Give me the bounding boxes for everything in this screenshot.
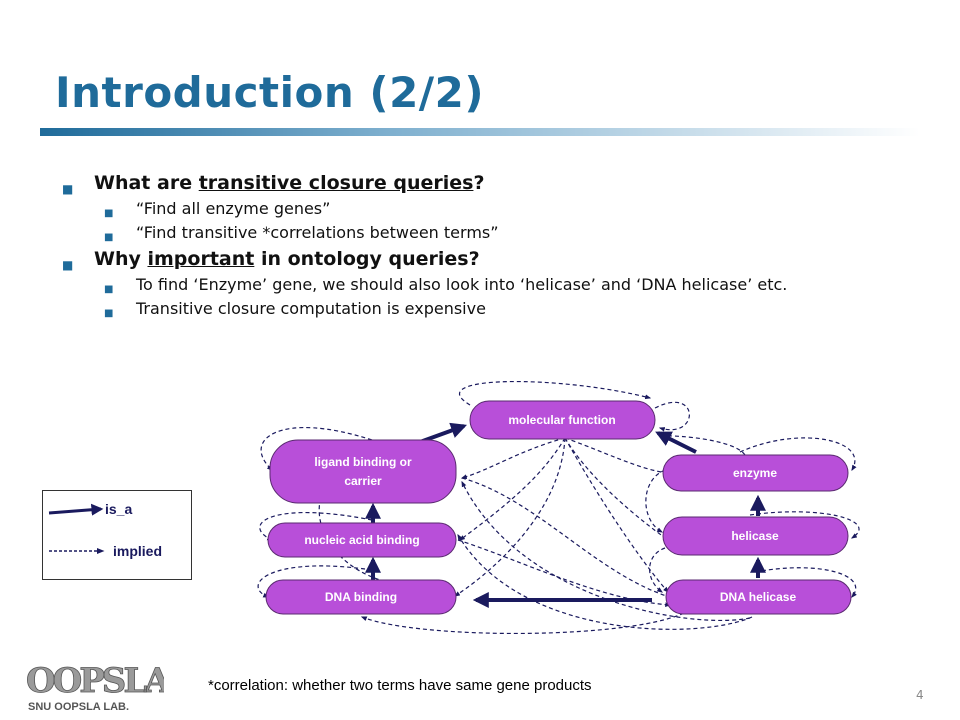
- implied-edge: [260, 426, 373, 471]
- footnote: *correlation: whether two terms have sam…: [208, 677, 592, 694]
- node-dna-helicase: DNA helicase: [665, 579, 852, 615]
- node-label: ligand binding or: [314, 455, 412, 469]
- oopsla-logo-graphic: OOPSLA SNU OOPSLA LAB.: [26, 661, 175, 713]
- implied-edge: [754, 567, 857, 598]
- node-label: helicase: [731, 529, 779, 543]
- implied-edge: [654, 401, 690, 432]
- legend-is-a-label: is_a: [105, 501, 133, 517]
- sub-bullet: ■ Transitive closure computation is expe…: [104, 298, 912, 319]
- node-label: DNA binding: [325, 590, 397, 604]
- implied-edge: [649, 547, 666, 593]
- node-label: molecular function: [508, 413, 615, 427]
- implied-edge: [660, 433, 746, 456]
- node-enzyme: enzyme: [662, 454, 849, 492]
- is-a-edge: [419, 422, 468, 444]
- oopsla-lab-logo: OOPSLA SNU OOPSLA LAB.: [24, 648, 175, 714]
- is-a-edge: [655, 431, 697, 454]
- bullet-text-post: in ontology queries?: [254, 248, 480, 270]
- implied-edge: [360, 609, 691, 635]
- square-bullet-icon: ■: [104, 308, 114, 319]
- page-number: 4: [916, 688, 924, 702]
- implied-edge: [564, 437, 669, 593]
- node-label: carrier: [344, 474, 382, 488]
- sub-bullet-text: To find ‘Enzyme’ gene, we should also lo…: [136, 275, 788, 294]
- implied-edge: [739, 437, 857, 472]
- bullet-text-pre: What are: [94, 172, 199, 194]
- implied-edge: [457, 533, 753, 630]
- bullet-text-pre: Why: [94, 248, 148, 270]
- implied-edge: [564, 437, 669, 541]
- legend-implied-label: implied: [113, 543, 163, 559]
- diagram-legend: is_a implied: [42, 490, 192, 580]
- sub-bullet-text: “Find transitive *correlations between t…: [136, 223, 499, 242]
- implied-edge: [564, 437, 670, 475]
- bullet-text-post: ?: [473, 172, 485, 194]
- is-a-edges: [365, 422, 766, 608]
- node-molecular-function: molecular function: [469, 400, 656, 440]
- legend-solid-arrow: [48, 503, 104, 516]
- implied-edge: [257, 565, 373, 598]
- title-divider: [40, 128, 920, 136]
- node-helicase: helicase: [662, 516, 849, 556]
- square-bullet-icon: ■: [104, 284, 114, 295]
- square-bullet-icon: ■: [62, 258, 74, 272]
- bullet-transitive-closure: ■ What are transitive closure queries?: [62, 170, 912, 196]
- implied-edge: [645, 469, 666, 533]
- sub-bullet-text: “Find all enzyme genes”: [136, 199, 331, 218]
- bullet-list: ■ What are transitive closure queries? ■…: [62, 170, 912, 322]
- sub-bullet: ■ “Find transitive *correlations between…: [104, 222, 912, 243]
- node-nucleic-acid-binding: nucleic acid binding: [267, 522, 457, 558]
- node-label: nucleic acid binding: [304, 533, 419, 547]
- bullet-why-important: ■ Why important in ontology queries?: [62, 246, 912, 272]
- sub-bullet-text: Transitive closure computation is expens…: [136, 299, 486, 318]
- node-dna-binding: DNA binding: [265, 579, 457, 615]
- node-label: DNA helicase: [720, 590, 797, 604]
- square-bullet-icon: ■: [104, 232, 114, 243]
- implied-edge: [453, 437, 566, 597]
- implied-edge: [461, 477, 682, 602]
- implied-edge: [749, 511, 860, 539]
- node-label: enzyme: [733, 466, 777, 480]
- slide-title: Introduction (2/2): [55, 68, 485, 117]
- implied-edge: [259, 511, 373, 541]
- implied-edge: [459, 437, 566, 541]
- legend-graphics: [48, 503, 105, 554]
- implied-edge: [460, 437, 566, 479]
- logo-wordmark: OOPSLA: [26, 661, 164, 701]
- implied-edge: [459, 380, 652, 406]
- square-bullet-icon: ■: [104, 208, 114, 219]
- node-ligand-binding: ligand binding or carrier: [269, 439, 457, 504]
- sub-bullet: ■ “Find all enzyme genes”: [104, 198, 912, 219]
- square-bullet-icon: ■: [62, 182, 74, 196]
- bullet-text-underlined: important: [147, 248, 255, 270]
- sub-bullet: ■ To find ‘Enzyme’ gene, we should also …: [104, 274, 912, 295]
- logo-subtitle: SNU OOPSLA LAB.: [28, 701, 129, 713]
- bullet-text-underlined: transitive closure queries: [198, 172, 474, 194]
